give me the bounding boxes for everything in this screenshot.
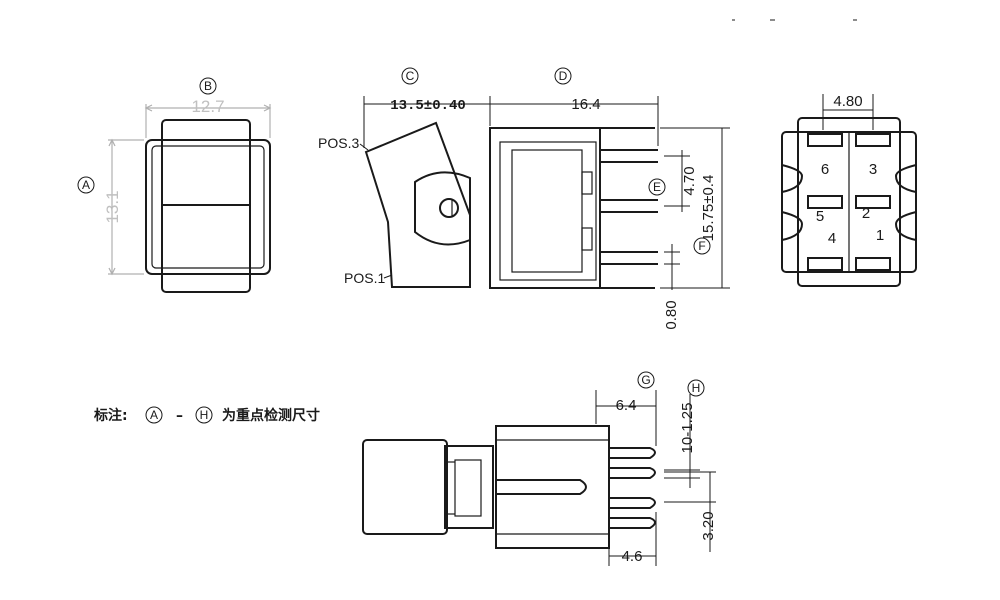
note-dash: – xyxy=(176,408,183,424)
label-a: A xyxy=(82,178,90,192)
pos1-label: POS.1 xyxy=(344,270,385,286)
label-h-circle xyxy=(687,379,705,397)
label-e: E xyxy=(653,180,661,194)
dim-c-value: 13.5±0.40 xyxy=(390,98,466,114)
note-a-circle xyxy=(145,406,163,424)
label-b-circle xyxy=(199,77,217,95)
front-view: 12.7 13.1 B A xyxy=(77,77,272,293)
label-b: B xyxy=(204,79,212,93)
label-g: G xyxy=(641,373,650,387)
dim-b-value: 12.7 xyxy=(191,97,224,116)
dim-g-value: 6.4 xyxy=(616,397,637,414)
terminal-1: 1 xyxy=(876,227,884,244)
dim-pin-pitch-value: 3.20 xyxy=(700,511,717,540)
bottom-side-view: 6.4 10-1.25 3.20 4.6 G H xyxy=(362,371,717,566)
terminal-5: 5 xyxy=(816,208,824,225)
dim-h-value: 10-1.25 xyxy=(679,403,696,454)
label-c-circle xyxy=(401,67,419,85)
dim-e-value: 4.70 xyxy=(681,166,698,195)
note-h-circle xyxy=(195,406,213,424)
note-text: 为重点检测尺寸 xyxy=(222,407,320,424)
label-f: F xyxy=(698,239,705,253)
side-view: 13.5±0.40 16.4 4.70 15.75±0.4 0.80 C D E… xyxy=(318,67,730,330)
note: 标注: A – H 为重点检测尺寸 xyxy=(93,406,320,424)
terminal-view: 6 3 5 2 4 1 4.80 xyxy=(781,93,917,287)
terminal-3: 3 xyxy=(869,161,877,178)
dim-f-value: 15.75±0.4 xyxy=(700,175,717,242)
label-d: D xyxy=(559,69,568,83)
dim-bottom-pin-value: 4.6 xyxy=(622,548,643,565)
label-a-circle xyxy=(77,176,95,194)
label-f-circle xyxy=(693,237,711,255)
label-d-circle xyxy=(554,67,572,85)
label-g-circle xyxy=(637,371,655,389)
dim-a-value: 13.1 xyxy=(103,190,122,223)
dim-pin-offset-value: 0.80 xyxy=(663,300,680,329)
terminal-6: 6 xyxy=(821,161,829,178)
pos3-label: POS.3 xyxy=(318,135,359,151)
note-prefix: 标注: xyxy=(93,407,128,424)
note-to: H xyxy=(200,408,209,422)
dim-terminal-spacing-value: 4.80 xyxy=(833,93,862,110)
label-e-circle xyxy=(648,178,666,196)
terminal-2: 2 xyxy=(862,205,870,222)
dim-d-value: 16.4 xyxy=(571,96,600,113)
label-c: C xyxy=(406,69,415,83)
note-from: A xyxy=(150,408,158,422)
label-h: H xyxy=(692,381,701,395)
terminal-4: 4 xyxy=(828,230,836,247)
